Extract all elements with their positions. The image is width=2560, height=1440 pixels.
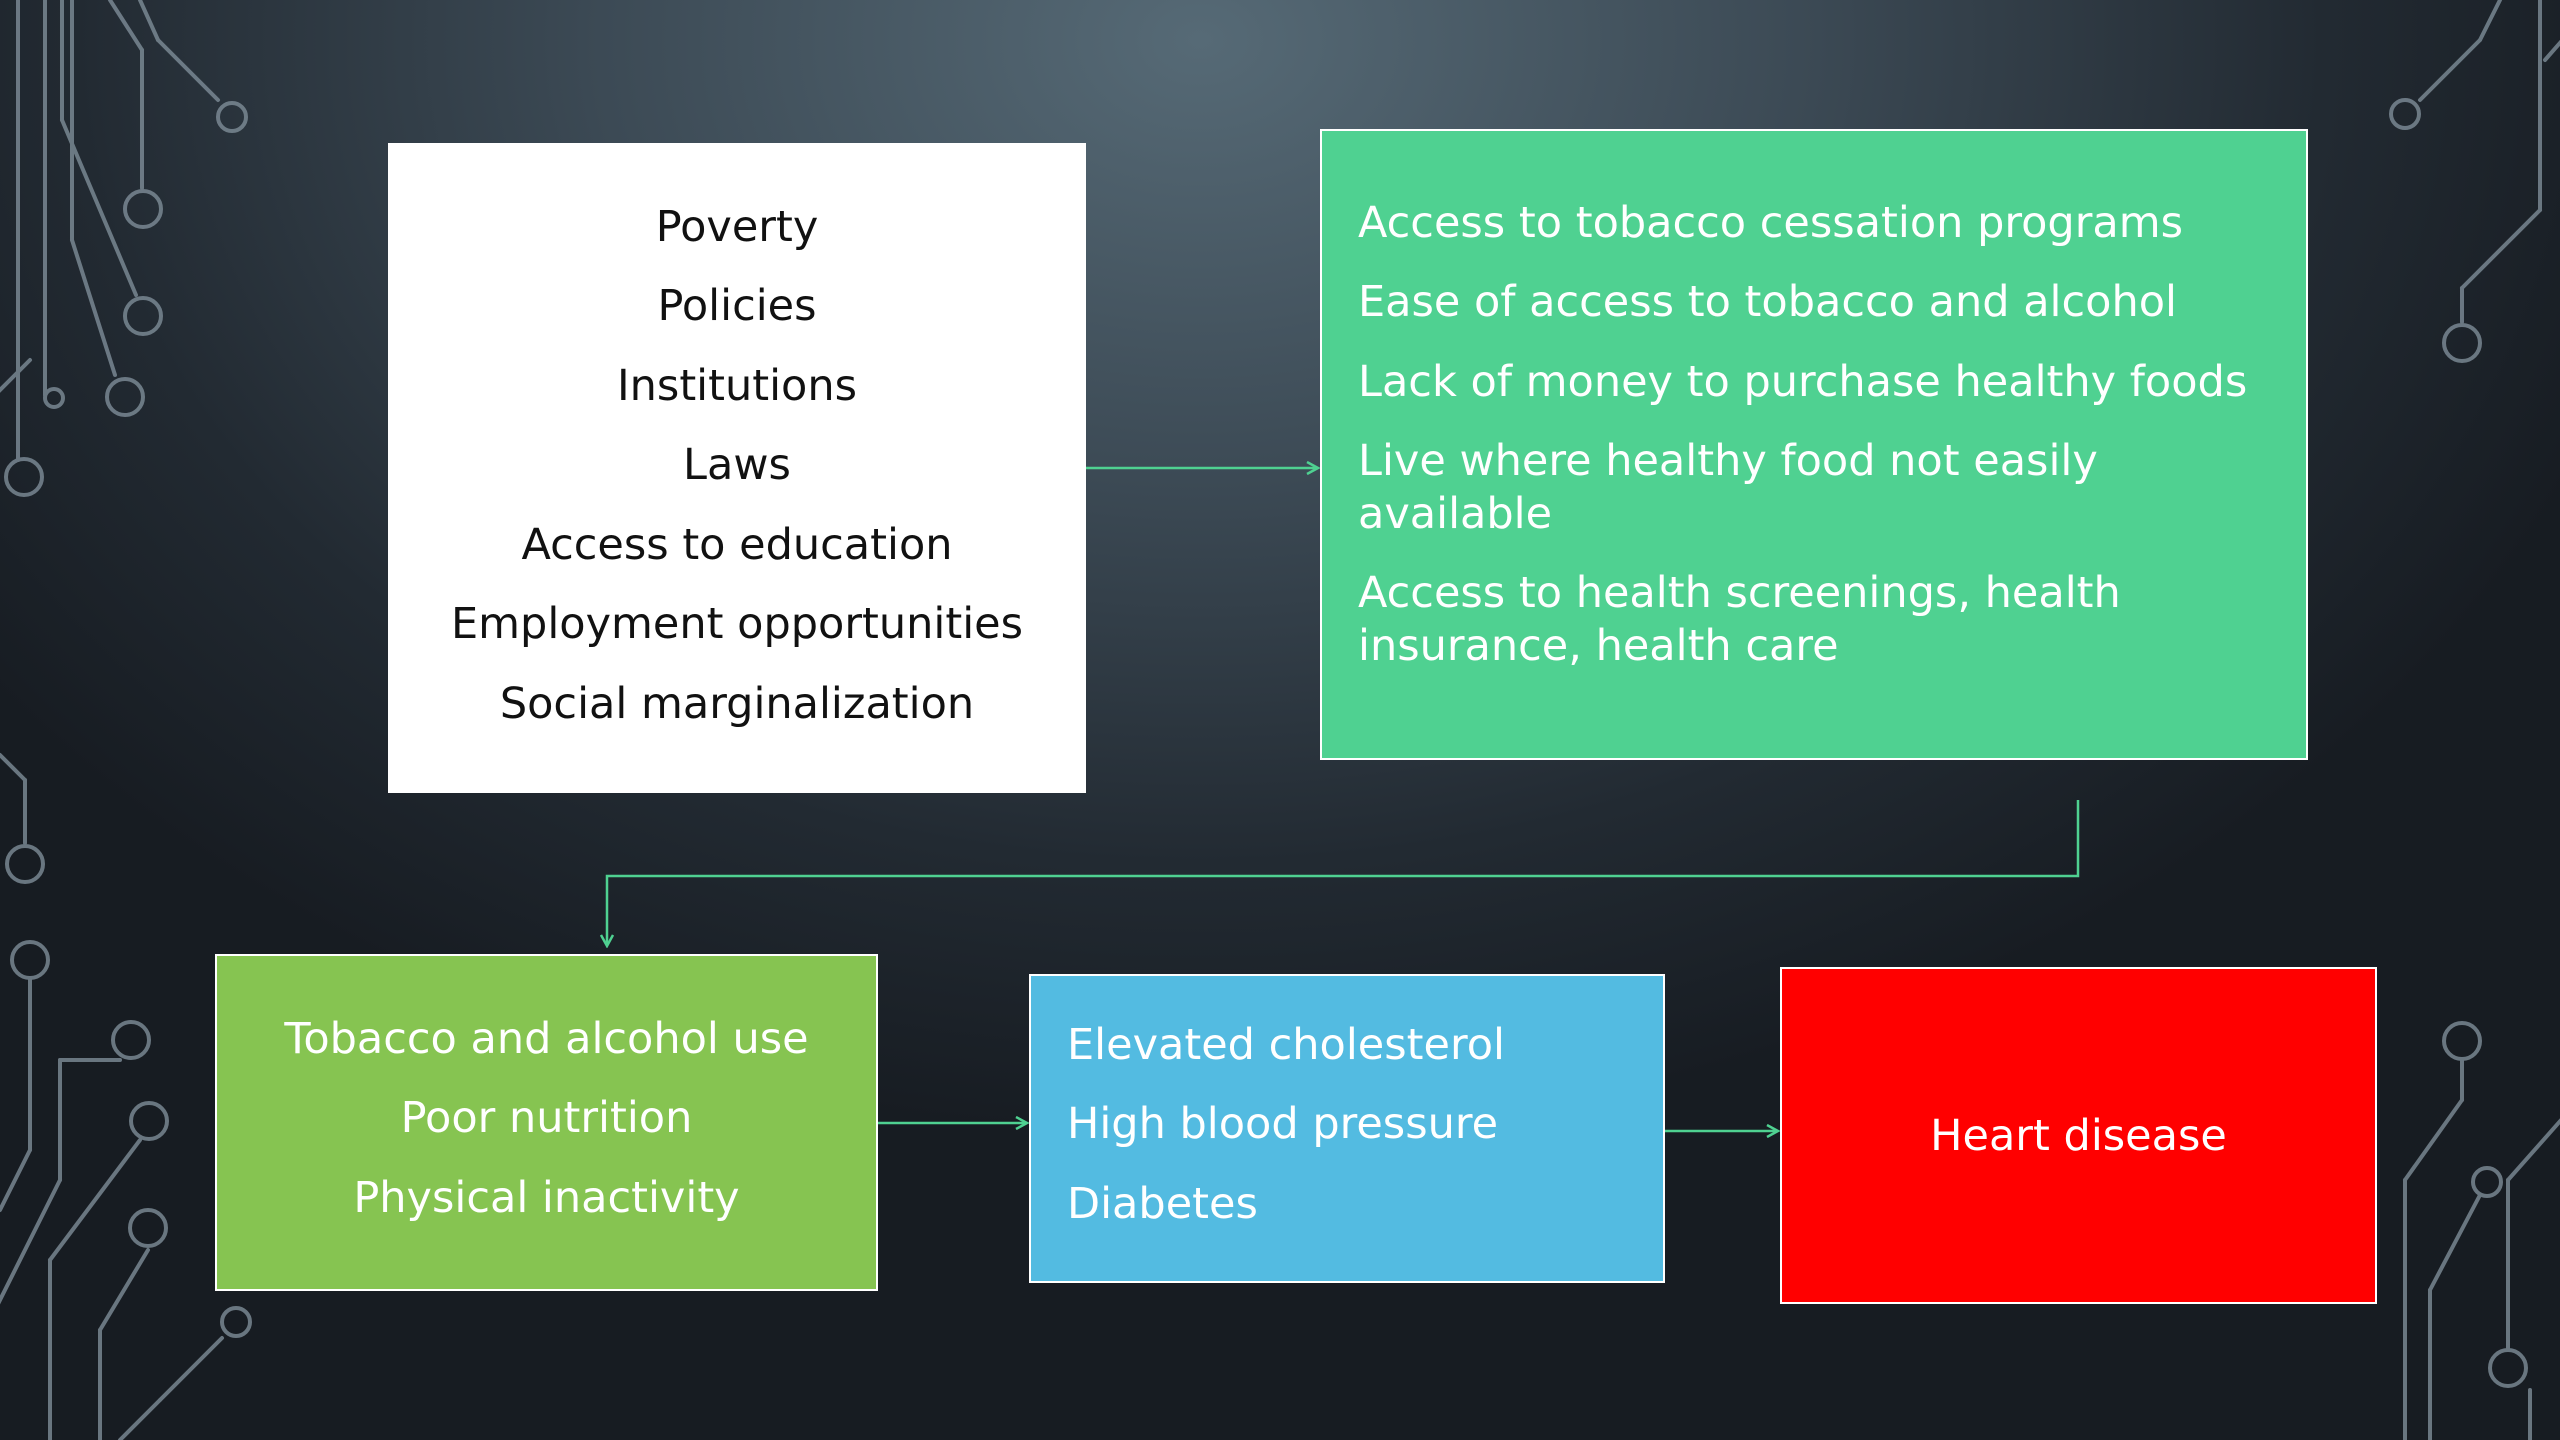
access-item: Lack of money to purchase healthy foods <box>1358 356 2248 407</box>
access-item: Access to health screenings, health insu… <box>1358 568 2121 671</box>
cause-item: Institutions <box>616 360 858 411</box>
outcome-label: Heart disease <box>1930 1110 2227 1161</box>
cause-item: Laws <box>683 440 791 491</box>
outcome-box: Heart disease <box>1780 967 2377 1304</box>
behavior-item: Poor nutrition <box>400 1093 693 1144</box>
cause-item: Poverty <box>655 202 819 252</box>
behavior-item: Tobacco and alcohol use <box>284 1014 809 1064</box>
behavior-item: Physical inactivity <box>353 1172 740 1223</box>
social-determinants-box: Poverty Policies Institutions Laws Acces… <box>388 143 1086 793</box>
risk-factors-box: Elevated cholesterol High blood pressure… <box>1029 974 1665 1283</box>
access-item: Ease of access to tobacco and alcohol <box>1358 277 2177 328</box>
cause-item: Access to education <box>521 519 953 570</box>
risk-item: Elevated cholesterol <box>1067 1020 1505 1070</box>
cause-item: Policies <box>657 281 817 332</box>
cause-item: Social marginalization <box>499 678 975 729</box>
risk-item: Diabetes <box>1067 1178 1258 1229</box>
cause-item: Employment opportunities <box>450 599 1024 650</box>
access-item: Access to tobacco cessation programs <box>1358 198 2184 248</box>
access-factors-box: Access to tobacco cessation programs Eas… <box>1320 129 2308 760</box>
arrow-access-to-behaviors <box>607 800 2080 946</box>
behaviors-box: Tobacco and alcohol use Poor nutrition P… <box>215 954 878 1291</box>
risk-item: High blood pressure <box>1067 1099 1499 1150</box>
access-item: Live where healthy food not easily avail… <box>1358 436 2098 539</box>
